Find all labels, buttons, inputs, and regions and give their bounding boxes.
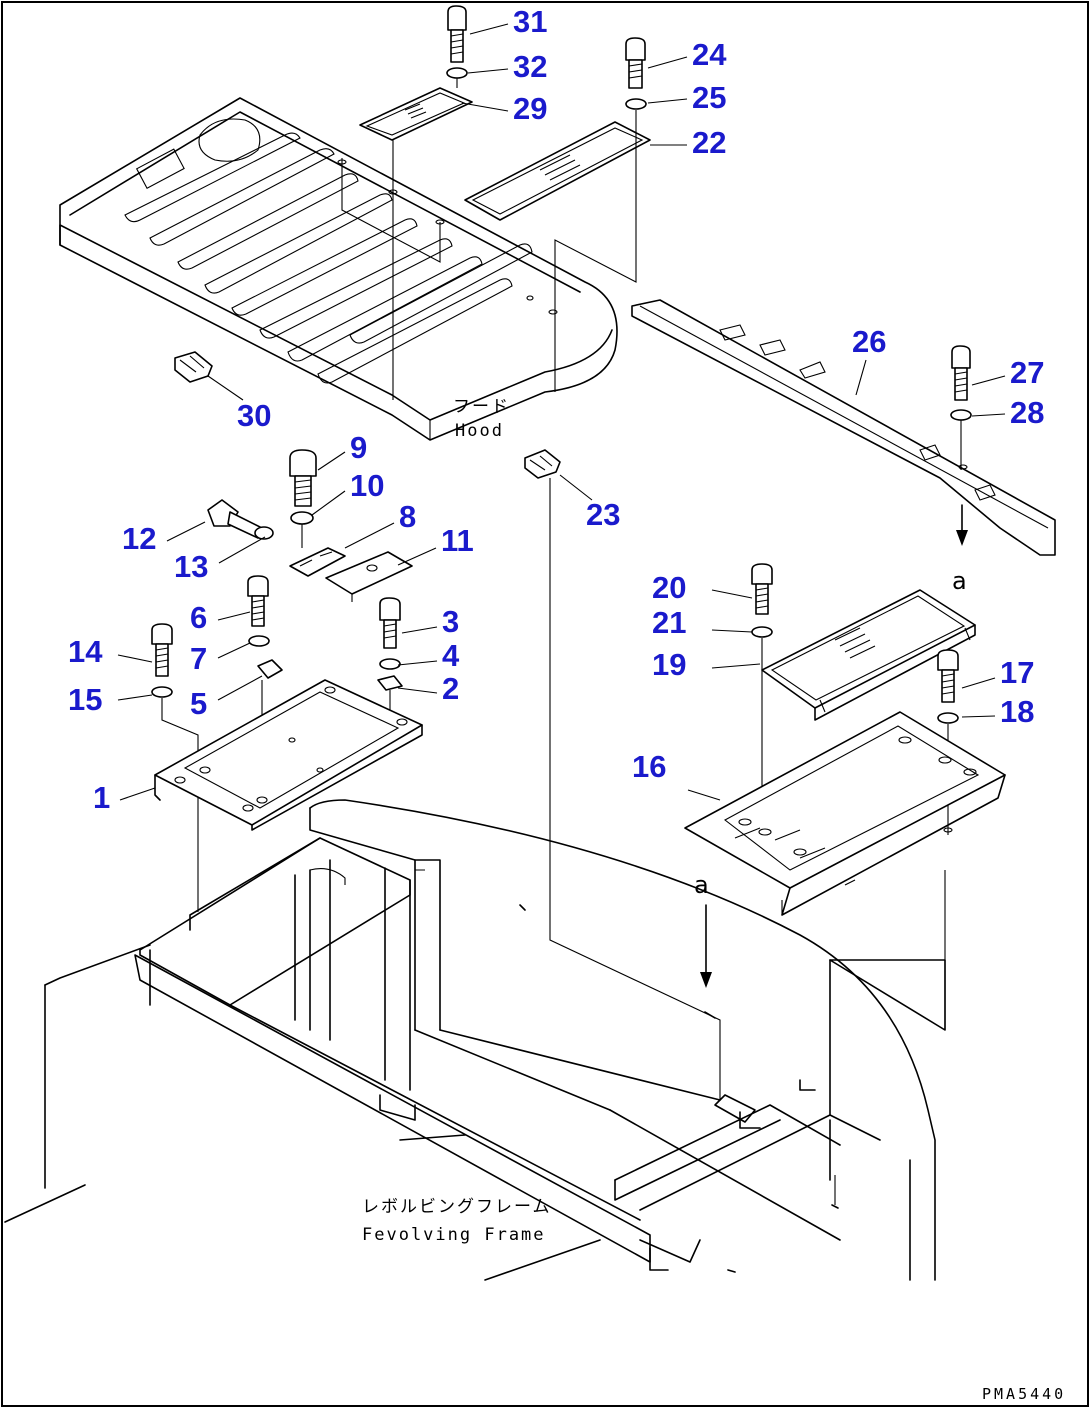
hood-label-jp: フード xyxy=(453,397,510,417)
callout-2: 2 xyxy=(442,671,459,706)
leader-line-11 xyxy=(397,547,437,566)
callout-7: 7 xyxy=(190,641,207,676)
leader-line-12 xyxy=(166,521,206,542)
leader-line-31 xyxy=(469,23,509,35)
callout-14: 14 xyxy=(68,634,103,669)
leader-line-20 xyxy=(711,589,753,599)
callout-10: 10 xyxy=(350,468,384,503)
ref-a-bottom: a xyxy=(694,871,709,899)
frame-label-en: Fevolving Frame xyxy=(362,1225,546,1245)
bolt-14-15 xyxy=(151,623,199,912)
leader-line-8 xyxy=(344,522,395,549)
callout-30: 30 xyxy=(237,398,271,433)
plate-1 xyxy=(154,679,423,831)
callout-4: 4 xyxy=(442,638,460,673)
leader-line-25 xyxy=(647,98,688,104)
callout-13: 13 xyxy=(174,549,208,584)
leader-line-10 xyxy=(311,490,346,516)
leader-line-26 xyxy=(855,359,867,396)
callout-3: 3 xyxy=(442,604,459,639)
cover-29 xyxy=(359,5,473,141)
clip-23 xyxy=(524,449,721,1100)
leader-line-9 xyxy=(317,451,346,471)
leader-line-14 xyxy=(117,654,153,663)
callout-31: 31 xyxy=(513,4,547,39)
leader-line-3 xyxy=(401,626,438,634)
callout-22: 22 xyxy=(692,125,726,160)
leader-line-27 xyxy=(971,375,1006,386)
callout-12: 12 xyxy=(122,521,156,556)
leader-line-32 xyxy=(467,68,509,74)
leader-line-30 xyxy=(207,375,244,401)
leader-line-2 xyxy=(397,687,438,694)
callout-19: 19 xyxy=(652,647,686,682)
bolt-20-21 xyxy=(751,563,773,825)
leader-line-29 xyxy=(461,102,509,112)
drawing-number: PMA5440 xyxy=(982,1385,1066,1403)
bolt-9-10 xyxy=(289,449,317,548)
callout-28: 28 xyxy=(1010,395,1044,430)
leader-line-17 xyxy=(961,677,996,689)
callout-18: 18 xyxy=(1000,694,1034,729)
frame-label-jp: レボルビングフレーム xyxy=(362,1197,552,1217)
bolt-3-4-2 xyxy=(377,597,403,720)
ref-a-top: a xyxy=(952,567,967,595)
leader-line-24 xyxy=(647,56,688,69)
callout-11: 11 xyxy=(441,523,474,558)
callout-6: 6 xyxy=(190,600,207,635)
leader-line-1 xyxy=(119,787,156,801)
revolving-frame xyxy=(4,799,946,1281)
plate-8-11 xyxy=(289,547,413,602)
callout-26: 26 xyxy=(852,324,886,359)
callout-29: 29 xyxy=(513,91,547,126)
callout-9: 9 xyxy=(350,430,367,465)
callout-1: 1 xyxy=(93,780,110,815)
callout-15: 15 xyxy=(68,682,102,717)
leader-line-6 xyxy=(217,611,251,621)
callout-leaders xyxy=(117,23,1006,801)
leader-line-4 xyxy=(397,660,438,666)
leader-line-21 xyxy=(711,629,753,633)
hood xyxy=(59,97,618,441)
leader-line-28 xyxy=(971,413,1006,417)
callout-21: 21 xyxy=(652,605,686,640)
callout-16: 16 xyxy=(632,749,666,784)
leader-line-16 xyxy=(687,789,721,801)
callout-8: 8 xyxy=(399,499,416,534)
leader-line-19 xyxy=(711,663,761,669)
callout-5: 5 xyxy=(190,686,207,721)
callout-23: 23 xyxy=(586,497,620,532)
leader-line-13 xyxy=(218,536,266,564)
bracket-12-13 xyxy=(207,499,274,540)
callout-25: 25 xyxy=(692,80,726,115)
callout-24: 24 xyxy=(692,37,727,72)
callout-20: 20 xyxy=(652,570,686,605)
leader-line-15 xyxy=(117,694,153,701)
cover-22 xyxy=(464,37,651,392)
leader-line-18 xyxy=(961,715,996,718)
clip-30 xyxy=(174,351,213,383)
leader-line-7 xyxy=(217,642,251,659)
callout-32: 32 xyxy=(513,49,547,84)
callout-17: 17 xyxy=(1000,655,1034,690)
callout-numbers: 3132292425222627283091081112132334267514… xyxy=(68,4,1044,815)
bracket-26 xyxy=(631,299,1056,556)
plate-16 xyxy=(684,711,1006,916)
cover-19 xyxy=(761,589,976,721)
leader-line-5 xyxy=(217,675,263,701)
hood-label-en: Hood xyxy=(455,421,504,441)
callout-27: 27 xyxy=(1010,355,1044,390)
leader-line-23 xyxy=(559,474,593,501)
